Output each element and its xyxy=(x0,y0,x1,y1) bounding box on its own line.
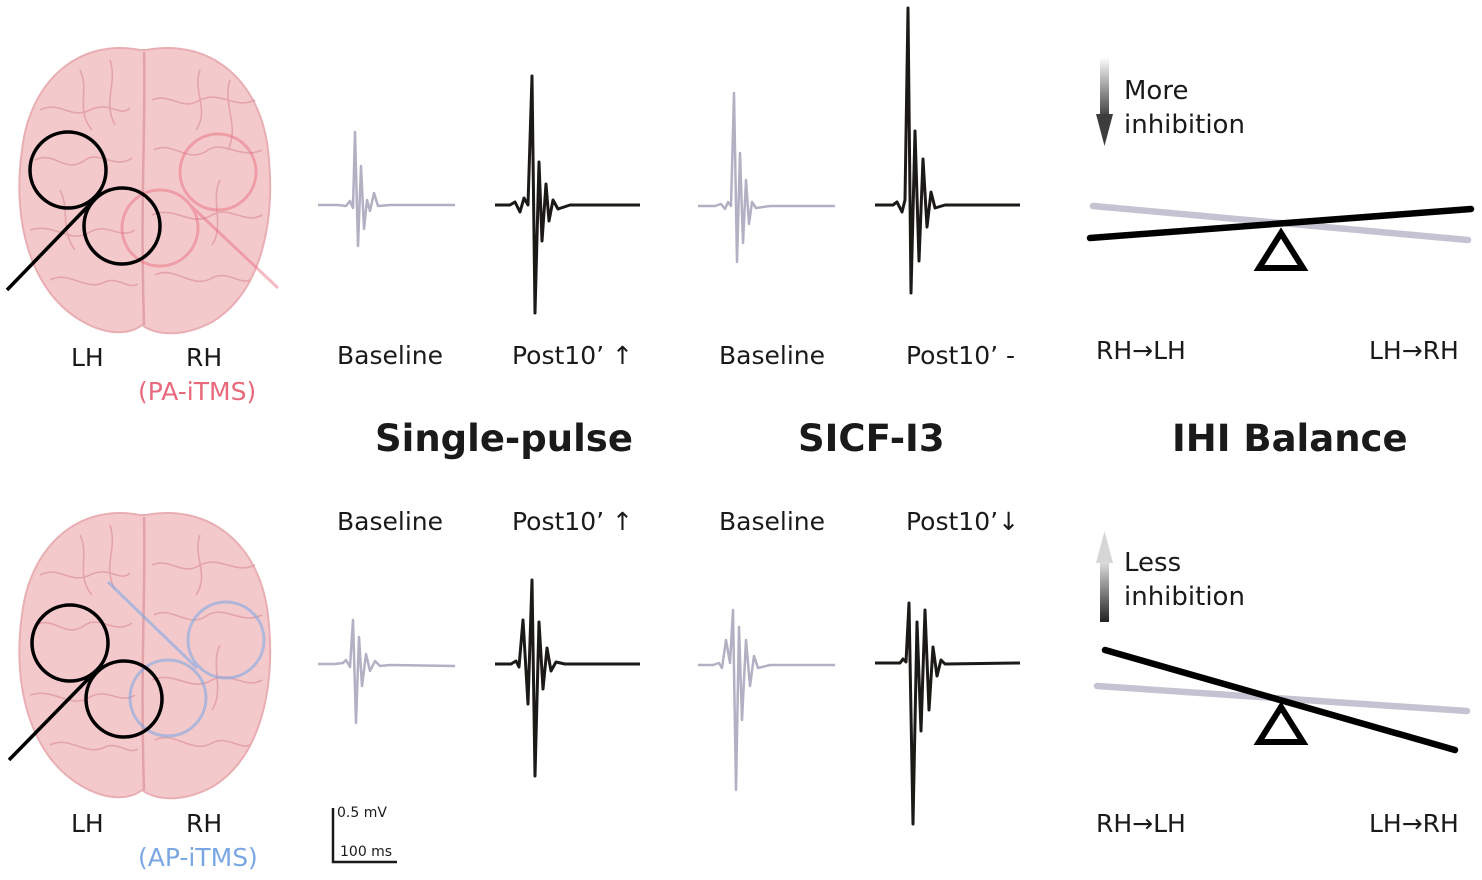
trace-bottom-single-baseline xyxy=(318,618,456,725)
top-lh-label: LH xyxy=(71,343,104,372)
trace-top-sicf-post xyxy=(875,6,1020,295)
pa-itms-label: (PA-iTMS) xyxy=(138,377,257,406)
bottom-balance-left-label: RH→LH xyxy=(1096,809,1186,838)
sicf-title: SICF-I3 xyxy=(798,417,945,460)
brain-bottom xyxy=(18,512,272,800)
trace-top-single-post xyxy=(495,74,640,315)
top-sicf-baseline-label: Baseline xyxy=(719,341,825,370)
top-balance-right-label: LH→RH xyxy=(1369,336,1459,365)
coil-left-bottom xyxy=(7,603,164,762)
more-inhibition-text: More inhibition xyxy=(1124,76,1245,140)
bottom-sicf-post-label: Post10’↓ xyxy=(906,507,1020,536)
top-single-post-label: Post10’ ↑ xyxy=(512,341,633,370)
ihi-balance-title: IHI Balance xyxy=(1172,417,1408,460)
bottom-rh-label: RH xyxy=(186,809,223,838)
bottom-balance-right-label: LH→RH xyxy=(1369,809,1459,838)
trace-bottom-single-post xyxy=(495,578,640,778)
bottom-single-baseline-label: Baseline xyxy=(337,507,443,536)
brain-top xyxy=(18,47,272,335)
less-inhibition-text: Less inhibition xyxy=(1124,548,1245,612)
seesaw-top xyxy=(1086,202,1475,271)
seesaw-bottom xyxy=(1093,646,1471,754)
top-sicf-post-label: Post10’ - xyxy=(906,341,1016,370)
less-inhibition-arrow xyxy=(1096,531,1113,622)
coil-left-top xyxy=(5,130,162,292)
top-balance-left-label: RH→LH xyxy=(1096,336,1186,365)
scale-time-label: 100 ms xyxy=(340,844,393,860)
ap-coil-right xyxy=(106,580,266,738)
trace-top-sicf-baseline xyxy=(698,91,835,264)
bottom-lh-label: LH xyxy=(71,809,104,838)
more-inhibition-arrow xyxy=(1096,57,1113,146)
single-pulse-title: Single-pulse xyxy=(375,417,633,460)
trace-bottom-sicf-baseline xyxy=(698,608,835,792)
trace-top-single-baseline xyxy=(318,130,455,248)
top-rh-label: RH xyxy=(186,343,223,372)
top-single-baseline-label: Baseline xyxy=(337,341,443,370)
bottom-sicf-baseline-label: Baseline xyxy=(719,507,825,536)
scale-bar xyxy=(331,808,397,864)
bottom-single-post-label: Post10’ ↑ xyxy=(512,507,633,536)
trace-bottom-sicf-post xyxy=(875,601,1021,826)
scale-amplitude-label: 0.5 mV xyxy=(337,805,387,821)
pa-coil-right xyxy=(120,132,280,290)
ap-itms-label: (AP-iTMS) xyxy=(138,843,258,872)
